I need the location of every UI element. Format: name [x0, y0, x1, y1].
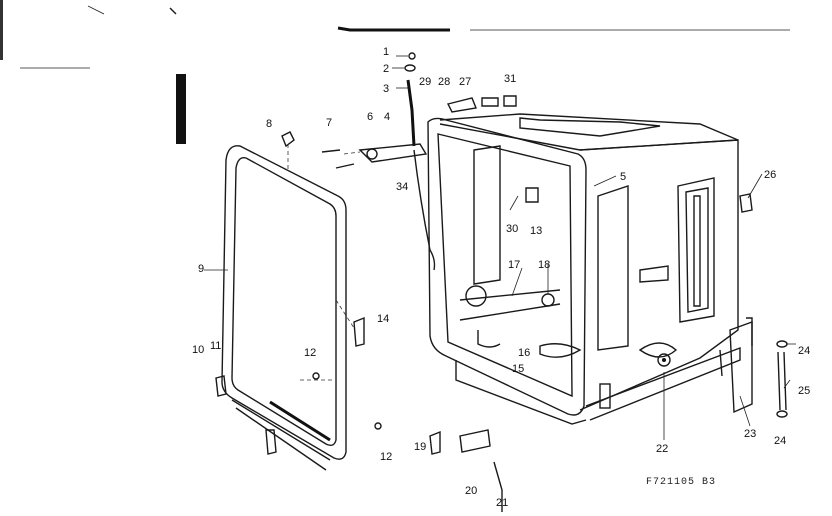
- label-25: 25: [798, 385, 810, 397]
- label-14: 14: [377, 313, 389, 325]
- label-27: 27: [459, 76, 471, 88]
- drawing-code: F721105 B3: [646, 477, 716, 488]
- label-18: 18: [538, 259, 550, 271]
- scan-artifacts: [0, 0, 790, 144]
- label-28: 28: [438, 76, 450, 88]
- leader-lines: [204, 55, 796, 440]
- label-9: 9: [198, 263, 204, 275]
- label-13: 13: [530, 225, 542, 237]
- label-26: 26: [764, 169, 776, 181]
- label-24-a: 24: [798, 345, 810, 357]
- door-gasket-frame: [221, 145, 347, 471]
- label-29: 29: [419, 76, 431, 88]
- label-19: 19: [414, 441, 426, 453]
- label-24-b: 24: [774, 435, 786, 447]
- label-10: 10: [192, 344, 204, 356]
- label-11: 11: [210, 340, 221, 352]
- label-34: 34: [396, 181, 408, 193]
- tub-assembly: [427, 113, 741, 425]
- label-2: 2: [383, 63, 389, 75]
- label-20: 20: [465, 485, 477, 497]
- label-7: 7: [326, 117, 332, 129]
- small-parts: [215, 95, 788, 512]
- label-12-b: 12: [380, 451, 392, 463]
- label-17: 17: [508, 259, 520, 271]
- label-1: 1: [383, 46, 389, 58]
- label-23: 23: [744, 428, 756, 440]
- label-16: 16: [518, 347, 530, 359]
- label-12-a: 12: [304, 347, 316, 359]
- hose-and-hinge: [358, 52, 436, 271]
- label-15: 15: [512, 363, 524, 375]
- label-31: 31: [504, 73, 516, 85]
- label-21: 21: [496, 497, 508, 509]
- side-vent-panel: [677, 177, 715, 323]
- label-30: 30: [506, 223, 518, 235]
- label-8: 8: [266, 118, 272, 130]
- part-labels: 1 2 3 4 5 6 7 8 9 10 11 12 12 13 14 15 1…: [192, 46, 810, 509]
- label-3: 3: [383, 83, 389, 95]
- label-4: 4: [384, 111, 390, 123]
- label-5: 5: [620, 171, 626, 183]
- label-6: 6: [367, 111, 373, 123]
- label-22: 22: [656, 443, 668, 455]
